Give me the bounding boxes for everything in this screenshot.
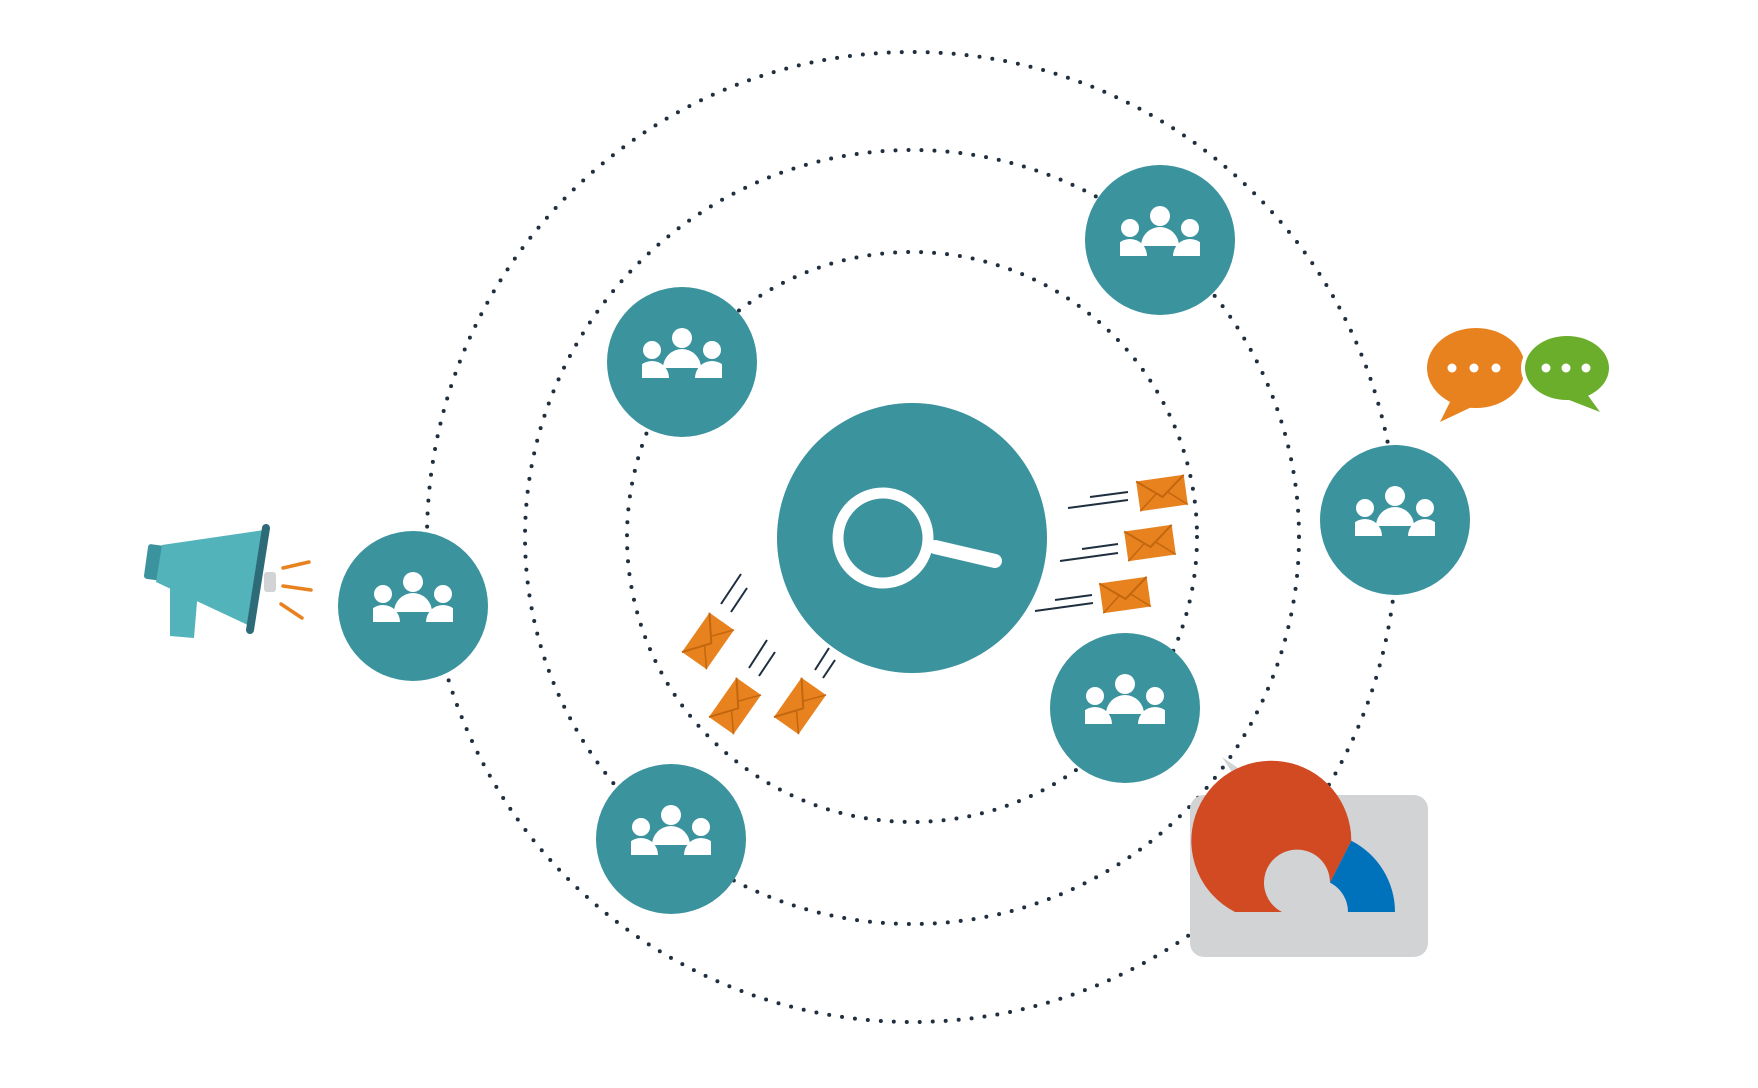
chat-bubble-green (1521, 332, 1613, 412)
gauge-callout[interactable] (1190, 757, 1428, 957)
chat-bubbles-icon[interactable] (1427, 328, 1613, 422)
megaphone-icon[interactable] (143, 524, 313, 638)
envelope-icon (707, 639, 776, 736)
group-node-upper-left[interactable] (607, 287, 757, 437)
group-node-lower-right[interactable] (1050, 633, 1200, 783)
envelopes-lower-left (680, 573, 836, 736)
chat-bubble-orange (1427, 328, 1525, 422)
group-node-right[interactable] (1320, 445, 1470, 595)
magnifying-glass-icon (832, 487, 1002, 589)
group-node-top-right[interactable] (1085, 165, 1235, 315)
group-node-left[interactable] (338, 531, 488, 681)
orbit-ring-middle (523, 148, 1301, 926)
envelopes-right (1034, 473, 1189, 615)
orbit-ring-inner (625, 250, 1199, 824)
group-node-bottom-left[interactable] (596, 764, 746, 914)
envelope-icon (680, 573, 748, 671)
envelope-icon (1034, 575, 1152, 615)
envelope-icon (1067, 473, 1189, 513)
envelope-icon (1059, 523, 1177, 563)
center-search-node[interactable] (777, 403, 1047, 673)
gauge-meter-icon (1191, 760, 1395, 912)
envelope-icon (772, 647, 836, 736)
